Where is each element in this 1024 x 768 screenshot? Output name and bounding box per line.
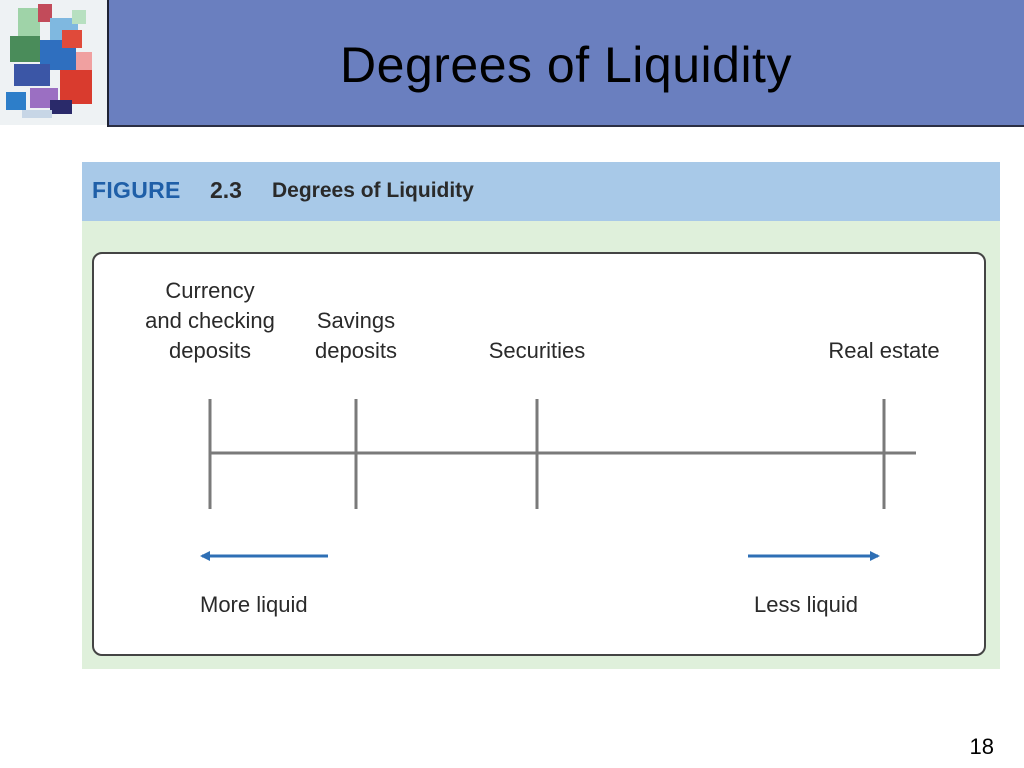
figure-caption: Degrees of Liquidity [272,179,474,202]
asset-label-line: Savings [316,308,396,333]
logo-collage-graphic [0,0,107,125]
asset-label-line: Currency [165,278,255,303]
asset-label-securities: Securities [489,336,586,366]
asset-label-savings: Savings deposits [315,306,397,366]
liquidity-scale-diagram [200,399,916,561]
page-number: 18 [969,734,994,759]
figure: FIGURE 2.3 Degrees of Liquidity Currency… [82,162,1000,669]
asset-label-real-estate: Real estate [828,336,939,366]
asset-label-line: and checking [145,308,275,333]
diagram-panel: Currency and checking deposits Savings d… [92,252,986,656]
slide-title: Degrees of Liquidity [340,37,792,93]
figure-number: 2.3 [210,177,242,203]
asset-label-line: Real estate [828,338,940,363]
figure-label: FIGURE [92,177,181,203]
asset-label-line: deposits [169,338,251,363]
asset-label-line: Securities [488,338,586,363]
title-bar: Degrees of Liquidity [107,0,1024,127]
asset-label-currency: Currency and checking deposits [145,276,275,366]
asset-label-line: deposits [315,338,397,363]
logo [0,0,107,125]
more-liquid-label: More liquid [200,592,308,617]
figure-header: FIGURE 2.3 Degrees of Liquidity [82,162,1000,221]
less-liquid-label: Less liquid [754,592,858,617]
